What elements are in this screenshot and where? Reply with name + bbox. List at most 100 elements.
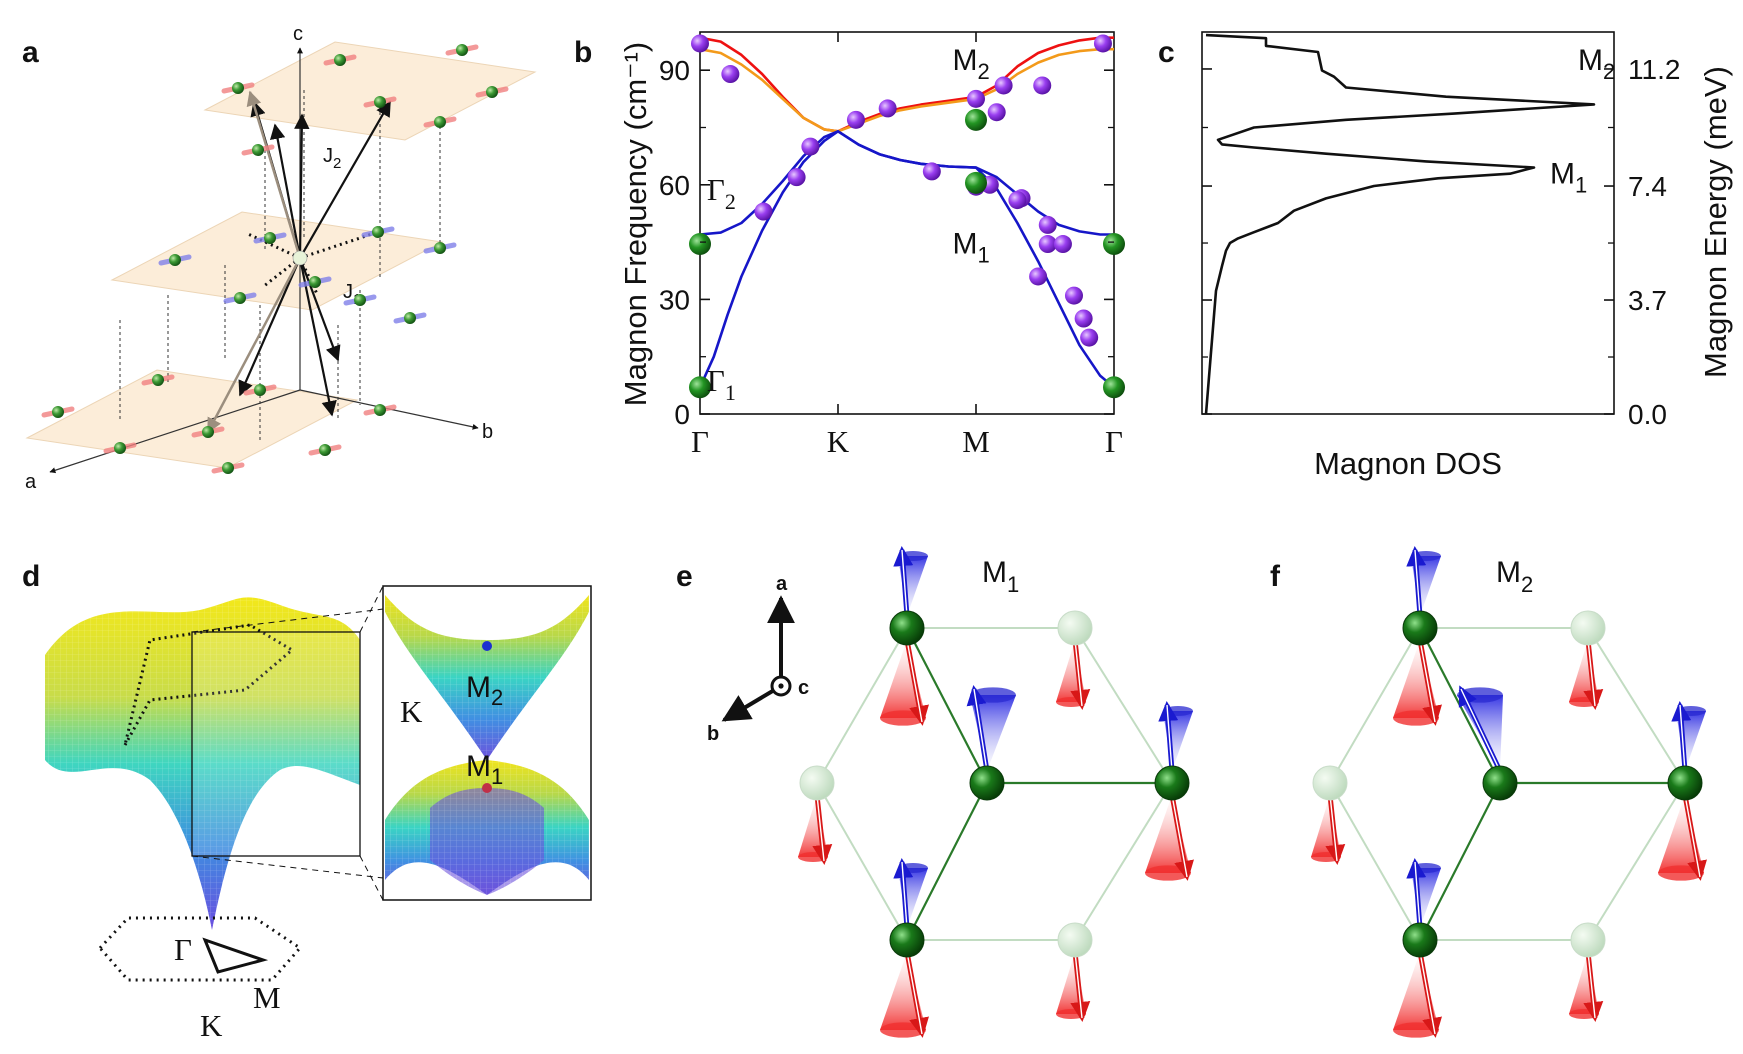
data-point-purple-7 [922, 162, 941, 181]
lattice-atom-tl [1402, 610, 1438, 646]
b-xtick-0: Γ [691, 424, 709, 459]
lattice-atom-ml [1312, 765, 1348, 801]
data-point-purple-5 [846, 110, 865, 129]
bz-m-label: M [253, 980, 281, 1015]
lattice-atom-tr [1570, 610, 1606, 646]
data-point-green-2 [965, 108, 987, 131]
atom-a-0 [232, 82, 244, 94]
data-point-purple-12 [1038, 235, 1057, 254]
mode-m1-title: M1 [982, 556, 1019, 597]
atom-a-10 [434, 242, 446, 254]
data-point-green-5 [1103, 376, 1125, 399]
data-point-purple-0 [691, 34, 709, 53]
data-point-purple-23 [1008, 191, 1027, 210]
data-point-green-0 [689, 233, 711, 256]
bz-gamma-label: Γ [174, 932, 192, 967]
b-ytick-2: 60 [659, 170, 690, 201]
data-point-purple-18 [1093, 34, 1112, 53]
data-point-purple-14 [1053, 235, 1072, 254]
b-ytick-0: 0 [674, 399, 690, 430]
spin-mode-m1: M1 a b c [707, 546, 1194, 1038]
lattice-atom-bl [889, 922, 925, 958]
atom-a-3 [252, 144, 264, 156]
data-point-purple-17 [1080, 328, 1099, 347]
data-point-purple-8 [967, 89, 985, 108]
plot-c-xlabel: Magnon DOS [1314, 446, 1502, 481]
data-point-purple-20 [987, 103, 1006, 122]
atom-a-1 [334, 54, 346, 66]
data-point-purple-6 [878, 99, 897, 118]
atom-a-17 [254, 384, 266, 396]
panel-label-a: a [22, 36, 39, 69]
b-xtick-2: M [962, 424, 990, 459]
atom-a-14 [309, 276, 321, 288]
inset-m2-label: M2 [466, 671, 503, 710]
b-point-label-2: Γ2 [707, 172, 736, 214]
axis-b-label: b [482, 421, 493, 443]
atom-a-6 [434, 116, 446, 128]
b-point-label-0: M2 [953, 44, 990, 84]
mode-m2-title: M2 [1496, 556, 1533, 597]
data-point-purple-21 [1029, 267, 1048, 286]
lattice-atom-tl [889, 610, 925, 646]
atom-a-15 [52, 406, 64, 418]
atom-a-5 [486, 86, 498, 98]
data-point-purple-2 [754, 202, 773, 221]
data-point-green-3 [965, 171, 987, 194]
data-point-green-1 [689, 376, 711, 399]
c-ytick-1: 3.7 [1628, 285, 1667, 316]
c-ytick-3: 11.2 [1628, 54, 1680, 85]
b-xtick-1: K [827, 424, 850, 459]
atom-a-7 [169, 254, 181, 266]
lattice-atom-mc [969, 765, 1005, 801]
atom-a-19 [114, 442, 126, 454]
lattice-atom-ml [799, 765, 835, 801]
atom-a-9 [372, 226, 384, 238]
b-point-label-1: M1 [953, 228, 990, 268]
b-ytick-1: 30 [659, 284, 690, 315]
atom-a-13 [404, 312, 416, 324]
b-point-label-3: Γ1 [707, 363, 736, 405]
data-point-purple-15 [1064, 286, 1083, 305]
band-line-0 [699, 36, 1114, 133]
c-point-label-1: M1 [1550, 158, 1587, 198]
band-inset: M2 M1 K [382, 585, 592, 901]
plot-c-ylabel: Magnon Energy (meV) [1698, 66, 1733, 378]
atom-a-11 [234, 292, 246, 304]
panel-label-c: c [1158, 36, 1175, 69]
axis-e-b: b [707, 723, 719, 745]
lattice-atom-bl [1402, 922, 1438, 958]
band-surface-3d: M2 M1 K Γ K M [45, 585, 592, 1043]
atom-a-2 [456, 44, 468, 56]
data-point-purple-11 [1038, 215, 1057, 234]
data-point-purple-22 [994, 76, 1013, 95]
panel-label-b: b [574, 36, 592, 69]
data-point-green-4 [1103, 233, 1125, 256]
inset-m1-label: M1 [466, 750, 503, 789]
axis-e-c: c [798, 677, 809, 699]
coupling-j2-label: J2 [323, 145, 341, 172]
atom-a-21 [319, 444, 331, 456]
atom-a-12 [354, 294, 366, 306]
b-ytick-3: 90 [659, 55, 690, 86]
data-point-purple-4 [801, 137, 820, 156]
lattice-atom-tr [1057, 610, 1093, 646]
inset-k-label: K [400, 694, 423, 729]
atom-a-16 [152, 374, 164, 386]
data-point-purple-16 [1074, 309, 1093, 328]
atom-a-22 [202, 426, 214, 438]
c-ytick-2: 7.4 [1628, 171, 1667, 202]
plot-b-ylabel: Magnon Frequency (cm⁻¹) [618, 42, 653, 406]
plot-b-frame [699, 31, 1115, 415]
dos-curve [1204, 33, 1596, 415]
data-point-purple-3 [787, 168, 806, 187]
lattice-atom-mc [1482, 765, 1518, 801]
axis-c-label: c [293, 23, 303, 45]
lattice-atom-br [1570, 922, 1606, 958]
data-point-purple-1 [721, 65, 740, 84]
b-xtick-3: Γ [1105, 424, 1123, 459]
band-line-1 [699, 47, 1114, 133]
